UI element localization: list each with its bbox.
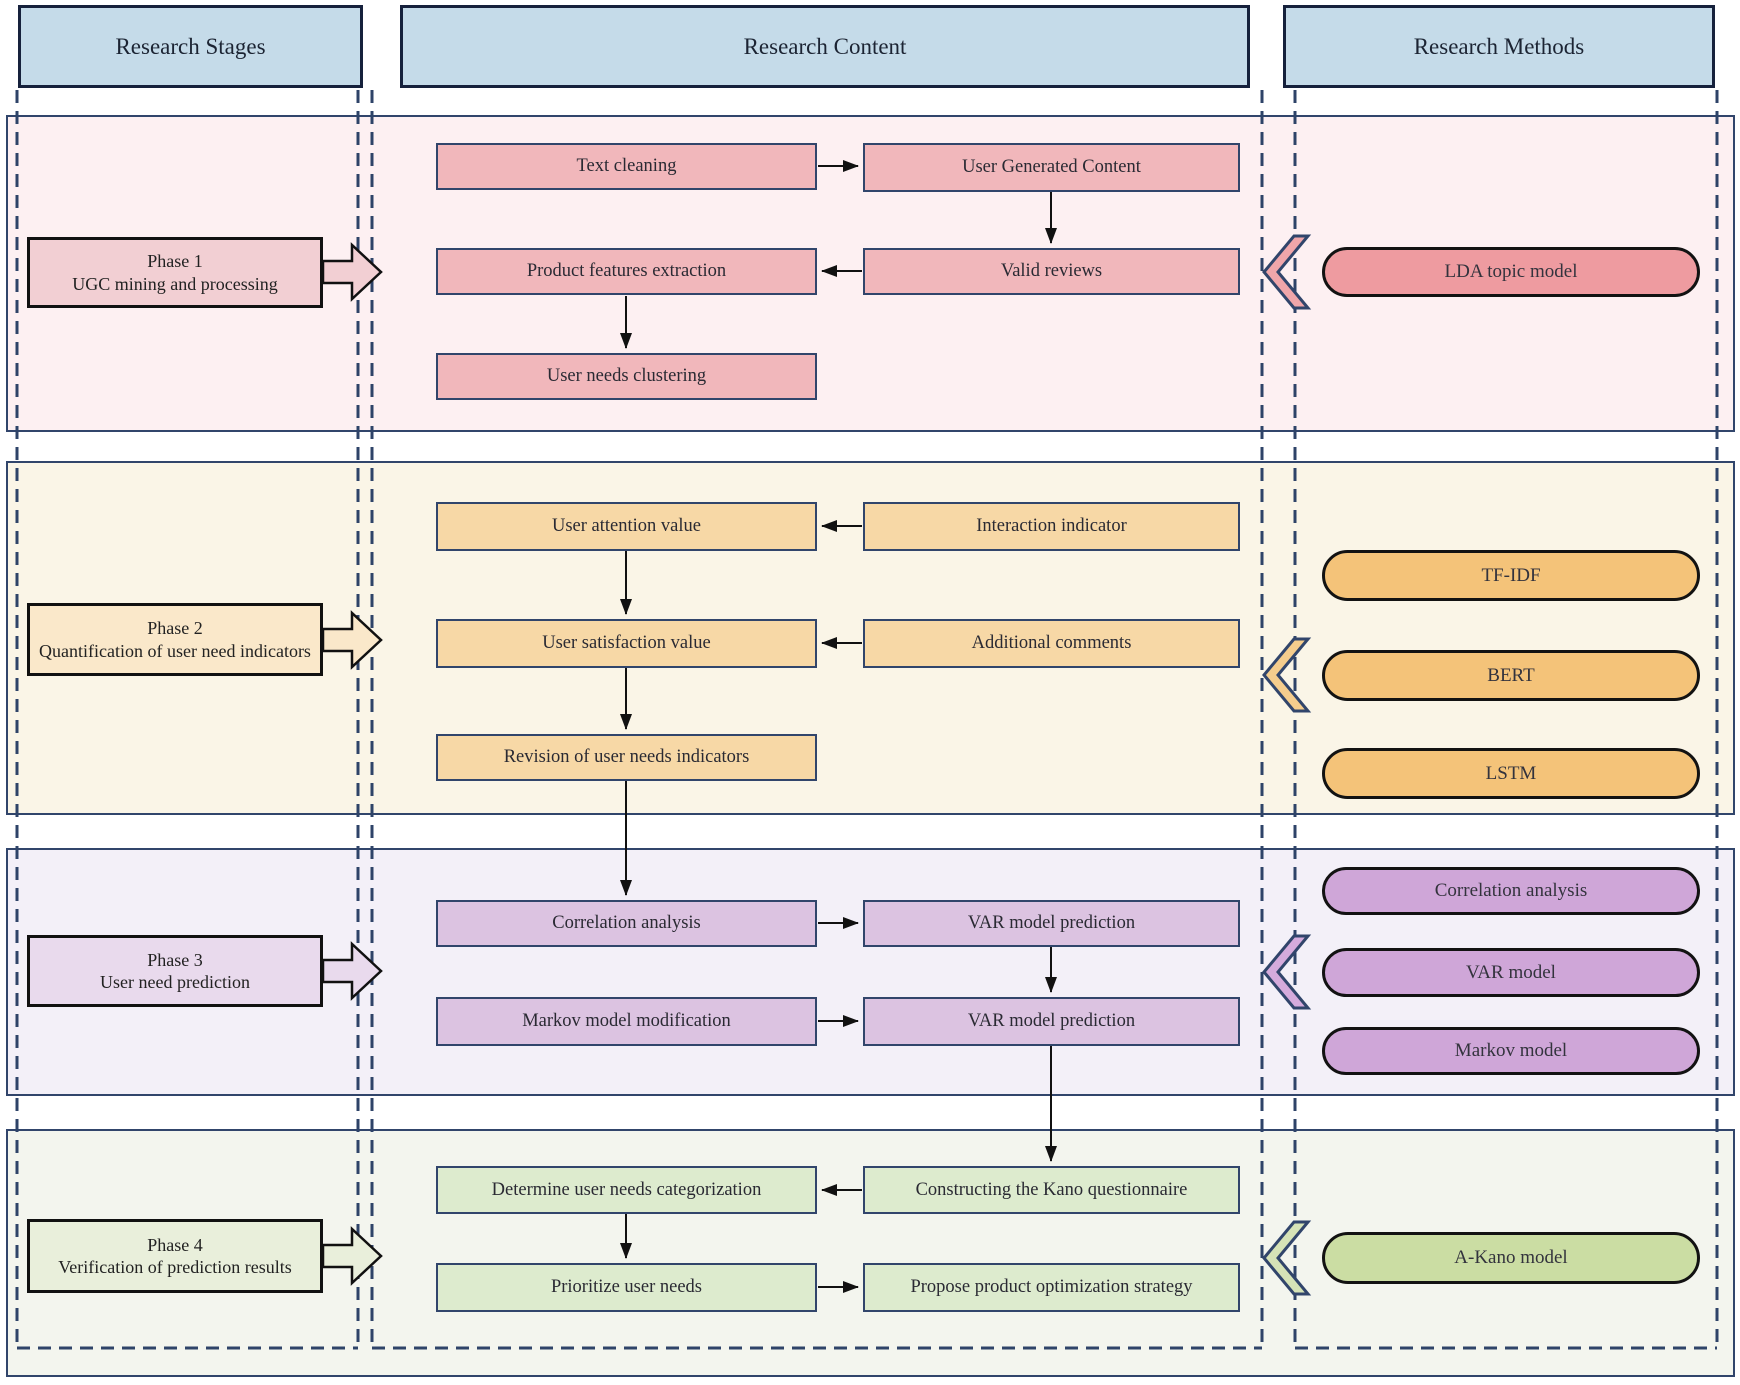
stage-box-phase3: Phase 3 User need prediction xyxy=(27,935,323,1007)
stage-title: Phase 2 xyxy=(147,618,203,638)
header-research-methods: Research Methods xyxy=(1283,5,1715,88)
stage-desc: Quantification of user need indicators xyxy=(39,640,311,661)
stage-box-phase4: Phase 4 Verification of prediction resul… xyxy=(27,1219,323,1293)
box-propose-product-optimization-strategy: Propose product optimization strategy xyxy=(863,1263,1240,1312)
box-user-generated-content: User Generated Content xyxy=(863,143,1240,192)
box-product-features-extraction: Product features extraction xyxy=(436,248,817,295)
stage-desc: User need prediction xyxy=(100,972,250,992)
stage-box-phase2: Phase 2 Quantification of user need indi… xyxy=(27,603,323,676)
box-markov-model-modification: Markov model modification xyxy=(436,997,817,1046)
method-pill-bert: BERT xyxy=(1322,650,1700,701)
box-valid-reviews: Valid reviews xyxy=(863,248,1240,295)
stage-desc: UGC mining and processing xyxy=(72,273,278,294)
box-user-satisfaction-value: User satisfaction value xyxy=(436,619,817,668)
box-constructing-kano-questionnaire: Constructing the Kano questionnaire xyxy=(863,1166,1240,1214)
method-pill-markov-model: Markov model xyxy=(1322,1027,1700,1075)
stage-desc: Verification of prediction results xyxy=(58,1257,292,1277)
box-var-model-prediction-2: VAR model prediction xyxy=(863,997,1240,1046)
stage-title: Phase 1 xyxy=(147,251,203,271)
box-revision-of-user-needs-indicators: Revision of user needs indicators xyxy=(436,734,817,781)
header-research-content: Research Content xyxy=(400,5,1250,88)
stage-title: Phase 4 xyxy=(147,1234,203,1255)
method-pill-lda-topic-model: LDA topic model xyxy=(1322,247,1700,297)
method-pill-lstm: LSTM xyxy=(1322,748,1700,799)
box-determine-user-needs-categorization: Determine user needs categorization xyxy=(436,1166,817,1214)
method-pill-a-kano-model: A-Kano model xyxy=(1322,1232,1700,1284)
box-correlation-analysis: Correlation analysis xyxy=(436,900,817,947)
box-interaction-indicator: Interaction indicator xyxy=(863,502,1240,551)
method-pill-tf-idf: TF-IDF xyxy=(1322,550,1700,601)
header-research-stages: Research Stages xyxy=(18,5,363,88)
box-var-model-prediction-1: VAR model prediction xyxy=(863,900,1240,947)
box-user-attention-value: User attention value xyxy=(436,502,817,551)
box-additional-comments: Additional comments xyxy=(863,619,1240,668)
stage-title: Phase 3 xyxy=(147,949,203,970)
box-prioritize-user-needs: Prioritize user needs xyxy=(436,1263,817,1312)
method-pill-correlation-analysis: Correlation analysis xyxy=(1322,867,1700,915)
method-pill-var-model: VAR model xyxy=(1322,948,1700,997)
box-text-cleaning: Text cleaning xyxy=(436,143,817,190)
stage-box-phase1: Phase 1 UGC mining and processing xyxy=(27,237,323,308)
box-user-needs-clustering: User needs clustering xyxy=(436,353,817,400)
